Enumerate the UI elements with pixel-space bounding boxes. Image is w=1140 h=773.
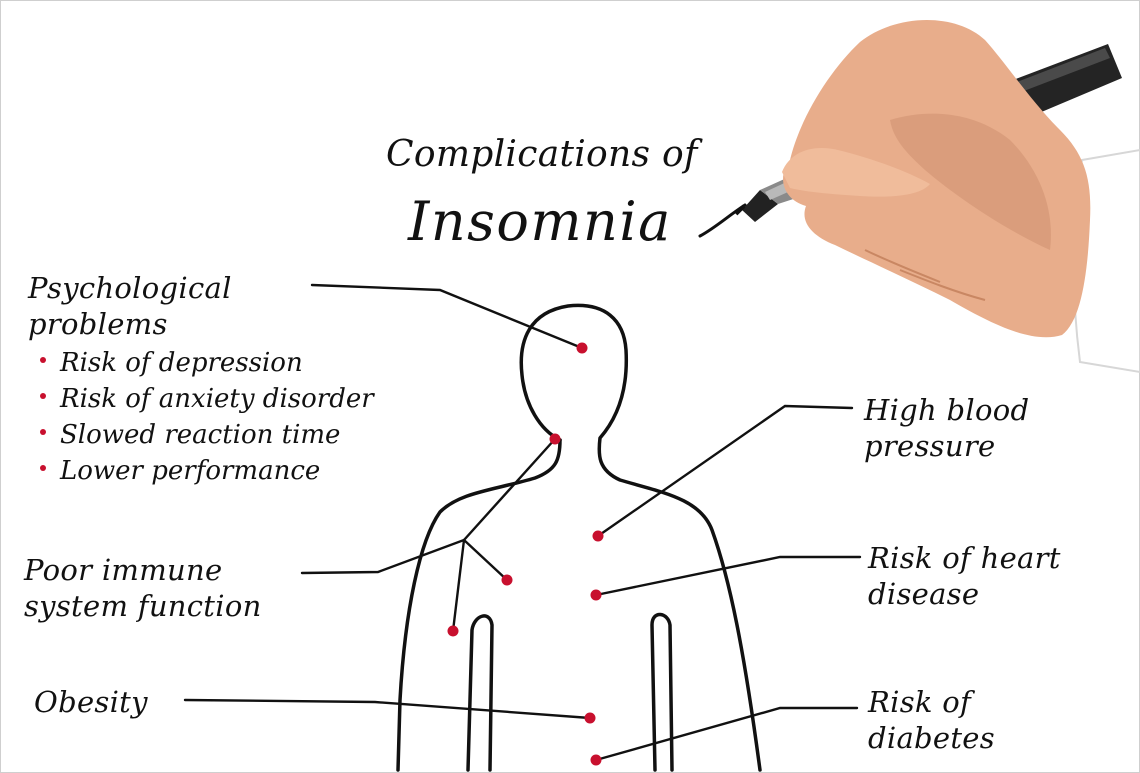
label-immune-line-2: system function [24,588,262,624]
label-diabetes: Risk of diabetes [868,684,995,756]
label-psychological: Psychological problems [28,270,232,342]
label-diabetes-line-1: Risk of [868,684,995,720]
human-body-outline-icon [398,305,760,770]
title-line-1: Complications of [386,134,698,175]
hand-with-marker-icon [736,20,1140,372]
label-heart: Risk of heart disease [868,540,1061,612]
connector-diabetes [596,708,857,760]
label-heart-line-2: disease [868,576,1061,612]
dot-neck [550,434,561,445]
connector-immune-branch-1 [464,540,507,580]
dot-belly [585,713,596,724]
label-heart-line-1: Risk of heart [868,540,1061,576]
label-blood-pressure-line-2: pressure [864,428,1029,464]
label-obesity: Obesity [34,684,148,720]
dot-head [577,343,588,354]
list-item: Risk of depression [40,345,374,381]
dot-heart [591,590,602,601]
label-blood-pressure-line-1: High blood [864,392,1029,428]
label-immune-line-1: Poor immune [24,552,262,588]
label-blood-pressure: High blood pressure [864,392,1029,464]
label-immune: Poor immune system function [24,552,262,624]
label-psychological-line-2: problems [28,306,232,342]
label-psychological-line-1: Psychological [28,270,232,306]
connector-blood-pressure [598,406,852,536]
body-outline-main [521,305,760,770]
list-item: Slowed reaction time [40,417,374,453]
list-item: Lower performance [40,453,374,489]
list-item: Risk of anxiety disorder [40,381,374,417]
connector-immune-branch-2 [453,540,464,631]
dot-lower-belly [591,755,602,766]
body-outline-left-arm-inner [468,616,492,770]
dot-chest [593,531,604,542]
psychological-risk-list: Risk of depression Risk of anxiety disor… [40,345,374,489]
dot-arm [448,626,459,637]
label-diabetes-line-2: diabetes [868,720,995,756]
body-outline-left-side [398,440,560,770]
title-line-2: Insomnia [408,190,672,253]
connector-obesity [185,700,590,718]
body-outline-right-arm-inner [652,614,672,770]
dot-shoulder [502,575,513,586]
